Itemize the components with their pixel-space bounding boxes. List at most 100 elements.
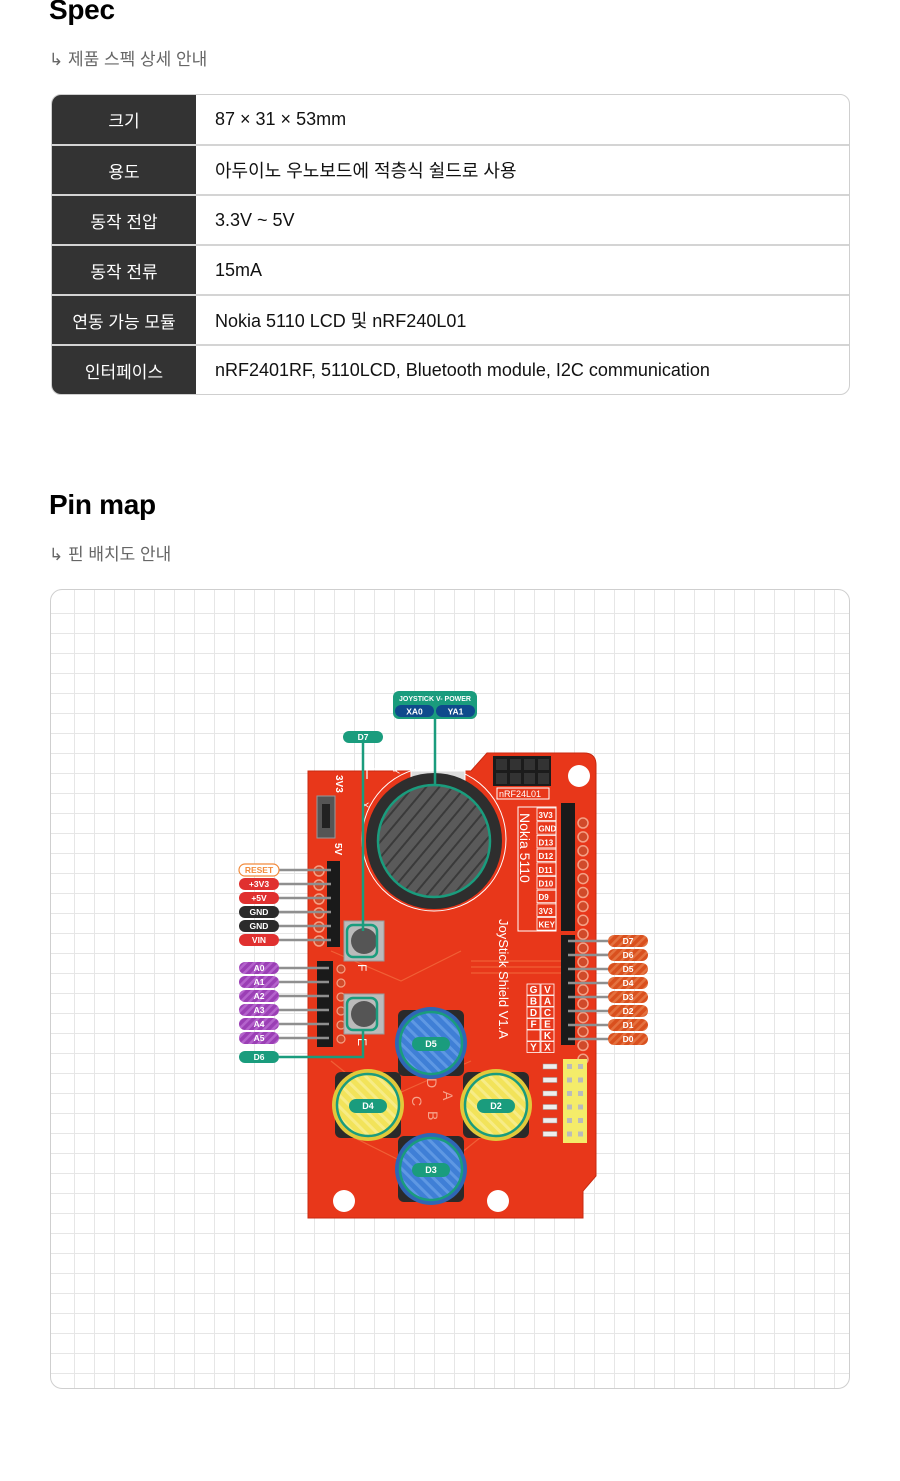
nokia-pin-silk: D10: [539, 880, 554, 889]
header-grid-silk: K: [544, 1031, 552, 1042]
spec-value: Nokia 5110 LCD 및 nRF240L01: [215, 311, 467, 331]
power-pin-5v: +5V: [239, 892, 279, 904]
header-grid-silk: B: [530, 997, 537, 1008]
digital-pin-d1: D1: [608, 1019, 648, 1031]
power-pin-reset-text: RESET: [245, 865, 274, 875]
button-e-label: D6: [239, 1051, 279, 1063]
nokia-pin-silk: 3V3: [539, 907, 554, 916]
spec-row: 인터페이스 nRF2401RF, 5110LCD, Bluetooth modu…: [52, 344, 849, 394]
pinmap-title: Pin map: [49, 489, 156, 520]
power-pin-3v3-text: +3V3: [249, 879, 269, 889]
spec-row: 연동 가능 모듈 Nokia 5110 LCD 및 nRF240L01: [52, 294, 849, 344]
power-pin-gnd-text: GND: [250, 907, 269, 917]
spec-key: 동작 전압: [52, 196, 196, 244]
power-pin-5v-text: +5V: [251, 893, 267, 903]
silk-d: D: [424, 1078, 440, 1088]
switch-label-5v: 5V: [332, 843, 343, 856]
nrf-silk: nRF24L01: [499, 789, 541, 799]
header-grid-silk: X: [544, 1043, 551, 1054]
mount-hole: [568, 765, 590, 787]
spec-key: 동작 전류: [52, 246, 196, 294]
header-grid-silk: C: [544, 1008, 551, 1019]
header-grid-silk: E: [544, 1020, 551, 1031]
button-label-d4-text: D4: [362, 1101, 374, 1111]
power-pin-vin: VIN: [239, 934, 279, 946]
nokia-pin-box: [536, 862, 557, 876]
analog-pin-a4-text: A4: [254, 1019, 265, 1029]
digital-pin-d6-text: D6: [623, 950, 634, 960]
header-grid-silk: D: [530, 1008, 537, 1019]
spec-table: 크기 87 × 31 × 53mm 용도 아두이노 우노보드에 적층식 쉴드로 …: [51, 94, 850, 395]
analog-pin-a0-text: A0: [254, 963, 265, 973]
joystick-y-pin: YA1: [448, 707, 464, 717]
spec-key: 연동 가능 모듈: [52, 296, 196, 344]
spec-subtitle: ↳ 제품 스펙 상세 안내: [49, 50, 208, 69]
analog-pin-a5: A5: [239, 1032, 279, 1044]
axis-y-label: Y: [391, 768, 401, 774]
nokia-pin-silk: D9: [539, 893, 550, 902]
analog-pin-a5-text: A5: [254, 1033, 265, 1043]
digital-pin-d3-text: D3: [623, 992, 634, 1002]
right-header-bottom: [561, 935, 575, 1045]
digital-pin-d4-text: D4: [623, 978, 634, 988]
nokia-pin-box: [536, 807, 557, 821]
digital-pin-d4: D4: [608, 977, 648, 989]
nokia-pin-silk: D12: [539, 852, 554, 861]
header-grid-silk: G: [530, 985, 538, 996]
header-grid-silk: Y: [530, 1043, 537, 1054]
digital-pin-d0: D0: [608, 1033, 648, 1045]
power-header: [327, 861, 340, 947]
analog-pin-a3: A3: [239, 1004, 279, 1016]
header-grid-silk: F: [530, 1020, 536, 1031]
i2c-header: [563, 1059, 587, 1143]
digital-pin-d5: D5: [608, 963, 648, 975]
spec-row: 크기 87 × 31 × 53mm: [52, 95, 849, 144]
nokia-pin-silk: D13: [539, 838, 554, 847]
nokia-pin-box: [536, 917, 557, 931]
joystick-cap: [378, 785, 490, 897]
silk-c: C: [409, 1096, 425, 1106]
nokia-pin-box: [536, 903, 557, 917]
nokia-pin-box: [536, 889, 557, 904]
button-e-label-text: D6: [254, 1052, 265, 1062]
button-label-d4: D4: [349, 1099, 387, 1113]
digital-pin-d7-text: D7: [623, 936, 634, 946]
analog-pin-a2-text: A2: [254, 991, 265, 1001]
power-pin-vin-text: VIN: [252, 935, 266, 945]
spec-key: 용도: [52, 146, 196, 194]
spec-key: 인터페이스: [52, 346, 196, 394]
nokia-pin-box: [536, 848, 557, 862]
silk-b: B: [425, 1111, 441, 1120]
button-label-d2: D2: [477, 1099, 515, 1113]
axis-x-label: X: [360, 802, 370, 808]
analog-header: [317, 961, 333, 1047]
pinmap-diagram: 3V3 5V Y X nRF24L01 Nokia 5110 3V3GNDD13…: [238, 691, 648, 1219]
power-pin-gnd: GND: [239, 906, 279, 918]
spec-value: 아두이노 우노보드에 적층식 쉴드로 사용: [215, 161, 517, 181]
nokia-pin-box: [536, 876, 557, 890]
header-grid-silk: V: [544, 985, 551, 996]
button-label-d3-text: D3: [425, 1165, 437, 1175]
nokia-pin-box: [536, 835, 557, 849]
board-name-silk: JoyStick Shield V1.A: [496, 919, 511, 1039]
spec-key: 크기: [52, 95, 196, 144]
spec-title: Spec: [49, 0, 115, 25]
spec-row: 용도 아두이노 우노보드에 적층식 쉴드로 사용: [52, 144, 849, 194]
power-pin-gnd: GND: [239, 920, 279, 932]
spec-row: 동작 전류 15mA: [52, 244, 849, 294]
nokia-pin-silk: 3V3: [539, 811, 554, 820]
spec-value: 15mA: [215, 259, 263, 280]
nokia-pin-box: [536, 821, 557, 835]
analog-pin-a3-text: A3: [254, 1005, 265, 1015]
mount-hole: [333, 1190, 355, 1212]
digital-pin-d7: D7: [608, 935, 648, 947]
button-f-label: D7: [343, 731, 383, 743]
digital-pin-d6: D6: [608, 949, 648, 961]
button-label-d3: D3: [412, 1163, 450, 1177]
nokia-pin-silk: GND: [539, 825, 557, 834]
nokia-pin-silk: KEY: [539, 921, 556, 930]
header-grid-silk: A: [544, 997, 551, 1008]
switch-label-3v3: 3V3: [333, 775, 344, 793]
right-header-top: [561, 803, 575, 931]
